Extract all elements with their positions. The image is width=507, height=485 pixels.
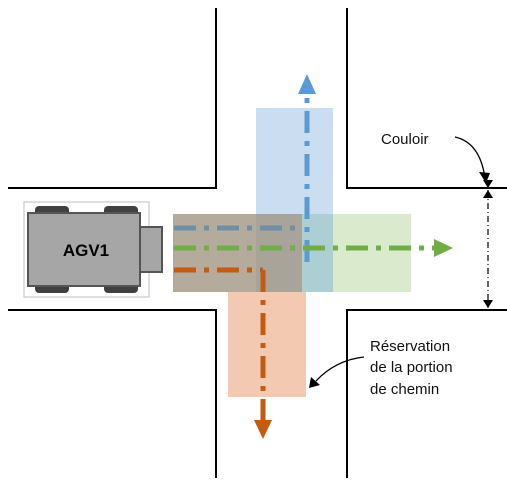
reservation-label-line1: Réservation xyxy=(370,338,450,355)
corridor-width-dimension xyxy=(483,180,493,308)
wall-bottom-left xyxy=(8,309,217,478)
dimension-arrow-top-lower xyxy=(483,190,493,198)
agv-front-bumper xyxy=(139,226,163,273)
corridor-walls xyxy=(8,8,507,478)
dimension-arrow-bottom xyxy=(483,300,493,308)
reservation-label-line3: de chemin xyxy=(370,381,439,398)
wall-bottom-right xyxy=(346,309,507,478)
agv-body xyxy=(27,212,141,287)
dimension-arrow-top-upper xyxy=(483,180,493,188)
orange-arrowhead xyxy=(254,420,272,439)
reservation-pointer-head xyxy=(309,377,320,388)
corridor-pointer xyxy=(454,136,486,179)
agv-vehicle: AGV1 xyxy=(23,201,163,298)
wall-top-right xyxy=(346,8,507,189)
green-arrowhead xyxy=(434,239,453,257)
agv-label: AGV1 xyxy=(63,241,109,260)
reservation-label-line2: de la portion xyxy=(370,359,453,376)
wall-top-left xyxy=(8,8,217,189)
corridor-label: Couloir xyxy=(381,131,429,148)
corridor-pointer-head xyxy=(479,172,490,183)
blue-arrowhead xyxy=(298,74,316,94)
reservation-pointer xyxy=(315,356,365,382)
orange-reservation-zone xyxy=(228,292,306,397)
